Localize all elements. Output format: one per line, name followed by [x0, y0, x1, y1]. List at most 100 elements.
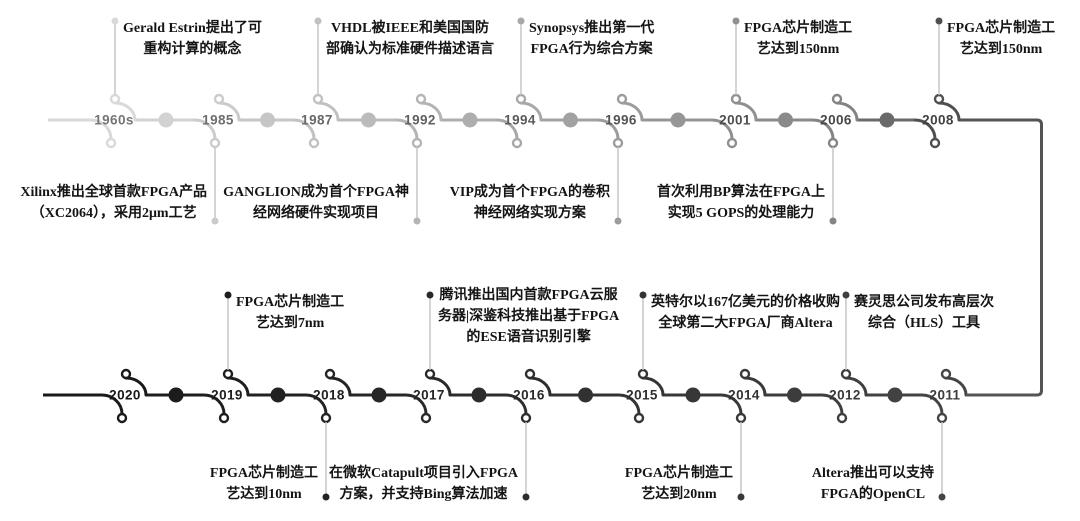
- callout-line: 腾讯推出国内首款FPGA云服: [439, 288, 618, 303]
- up-hook-circle: [415, 93, 427, 105]
- up-hook-circle: [940, 368, 952, 380]
- callout-stem-dot: [314, 17, 322, 25]
- row-connector: [959, 118, 1043, 397]
- down-hook-arc: [617, 393, 641, 416]
- timeline-node-dot: [168, 387, 184, 403]
- callout-line: 实现5 GOPS的处理能力: [667, 205, 815, 221]
- year-label-2014: 2014: [728, 387, 760, 403]
- callout-stem-dot: [829, 217, 837, 225]
- down-hook-arc: [504, 393, 528, 416]
- timeline-node-dot: [879, 112, 895, 128]
- year-label-2020: 2020: [109, 387, 141, 403]
- callout-2001: FPGA芯片制造工艺达到150nm: [744, 18, 852, 60]
- up-hook-circle: [515, 93, 527, 105]
- callout-line: （XC2064），采用2μm工艺: [30, 205, 197, 221]
- callout-line: 部确认为标准硬件描述语言: [326, 41, 494, 57]
- up-hook-circle: [831, 93, 843, 105]
- callout-line: 全球第二大FPGA厂商Altera: [658, 315, 833, 331]
- callout-2015: 英特尔以167亿美元的价格收购全球第二大FPGA厂商Altera: [651, 292, 840, 334]
- callout-stem-dot: [517, 17, 525, 25]
- down-hook-circle: [209, 137, 221, 149]
- callout-line: 务器|深鉴科技推出基于FPGA: [438, 309, 620, 324]
- timeline-node-dot: [887, 387, 903, 403]
- callout-line: 艺达到150nm: [756, 41, 840, 57]
- callout-stem-dot: [522, 493, 530, 501]
- callout-line: 在微软Catapult项目引入FPGA: [329, 465, 518, 481]
- callout-line: 艺达到10nm: [226, 486, 302, 502]
- down-hook-circle: [105, 137, 117, 149]
- year-label-2011: 2011: [929, 387, 961, 403]
- callout-stem-dot: [737, 493, 745, 501]
- callout-stem-dot: [639, 291, 647, 299]
- callout-stem-dot: [426, 291, 434, 299]
- timeline-node-dot: [471, 387, 487, 403]
- timeline-node-dot: [670, 112, 686, 128]
- callout-line: 首次利用BP算法在FPGA上: [657, 184, 825, 200]
- down-hook-arc: [292, 118, 316, 141]
- callout-line: FPGA芯片制造工: [209, 465, 318, 481]
- timeline-node-dot: [563, 112, 578, 128]
- down-hook-circle: [308, 137, 320, 149]
- callout-stem-dot: [842, 291, 850, 299]
- callout-line: FPGA芯片制造工: [947, 20, 1056, 36]
- timeline-node-dot: [361, 112, 376, 128]
- down-hook-arc: [395, 118, 419, 141]
- callout-line: 英特尔以167亿美元的价格收购: [651, 294, 840, 310]
- down-hook-arc: [404, 393, 428, 416]
- down-hook-circle: [929, 137, 941, 149]
- down-hook-circle: [836, 412, 848, 424]
- down-hook-arc: [100, 393, 124, 416]
- callout-1960s: Gerald Estrin提出了可重构计算的概念: [123, 18, 262, 60]
- callout-line: VHDL被IEEE和美国国防: [331, 20, 489, 36]
- down-hook-circle: [116, 412, 128, 424]
- year-label-2001: 2001: [719, 112, 751, 128]
- year-label-2017: 2017: [413, 387, 445, 403]
- callout-line: Xilinx推出全球首款FPGA产品: [20, 184, 207, 200]
- down-hook-arc: [193, 118, 217, 141]
- callout-line: 赛灵思公司发布高层次: [854, 294, 994, 310]
- callout-line: Synopsys推出第一代: [529, 20, 655, 36]
- year-label-2012: 2012: [829, 387, 861, 403]
- callout-2012: 赛灵思公司发布高层次综合（HLS）工具: [854, 292, 994, 334]
- callout-2008: FPGA芯片制造工艺达到150nm: [947, 18, 1055, 60]
- year-label-2015: 2015: [626, 387, 658, 403]
- year-label-1960s: 1960s: [94, 112, 134, 128]
- up-hook-circle: [324, 368, 336, 380]
- down-hook-circle: [633, 412, 645, 424]
- callout-line: 综合（HLS）工具: [867, 315, 980, 331]
- callout-1985: Xilinx推出全球首款FPGA产品 （XC2064），采用2μm工艺: [20, 182, 207, 224]
- down-hook-arc: [719, 393, 743, 416]
- callout-line: 神经网络实现方案: [473, 205, 586, 221]
- callout-line: 艺达到7nm: [255, 315, 325, 331]
- timeline-node-dot: [158, 112, 174, 128]
- callout-line: FPGA芯片制造工: [744, 20, 853, 36]
- up-hook-circle: [312, 93, 324, 105]
- callout-1996: VIP成为首个FPGA的卷积神经网络实现方案: [450, 182, 610, 224]
- down-hook-circle: [411, 137, 423, 149]
- up-hook-circle: [637, 368, 649, 380]
- down-hook-arc: [596, 118, 620, 141]
- year-label-2018: 2018: [313, 387, 345, 403]
- up-hook-circle: [524, 368, 536, 380]
- down-hook-arc: [495, 118, 519, 141]
- down-hook-arc: [820, 393, 844, 416]
- down-hook-circle: [612, 137, 624, 149]
- callout-stem-dot: [111, 17, 119, 25]
- callout-stem-dot: [732, 17, 740, 25]
- up-hook-circle: [730, 93, 742, 105]
- up-hook-circle: [109, 93, 121, 105]
- down-hook-arc: [304, 393, 328, 416]
- callout-stem-dot: [413, 217, 421, 225]
- up-hook-circle: [120, 368, 132, 380]
- down-hook-circle: [735, 412, 747, 424]
- callout-2014: FPGA芯片制造工艺达到20nm: [625, 463, 733, 505]
- down-hook-circle: [827, 137, 839, 149]
- callout-stem-dot: [211, 217, 219, 225]
- up-hook-circle: [213, 93, 225, 105]
- timeline-node-dot: [260, 112, 275, 128]
- down-hook-circle: [320, 412, 332, 424]
